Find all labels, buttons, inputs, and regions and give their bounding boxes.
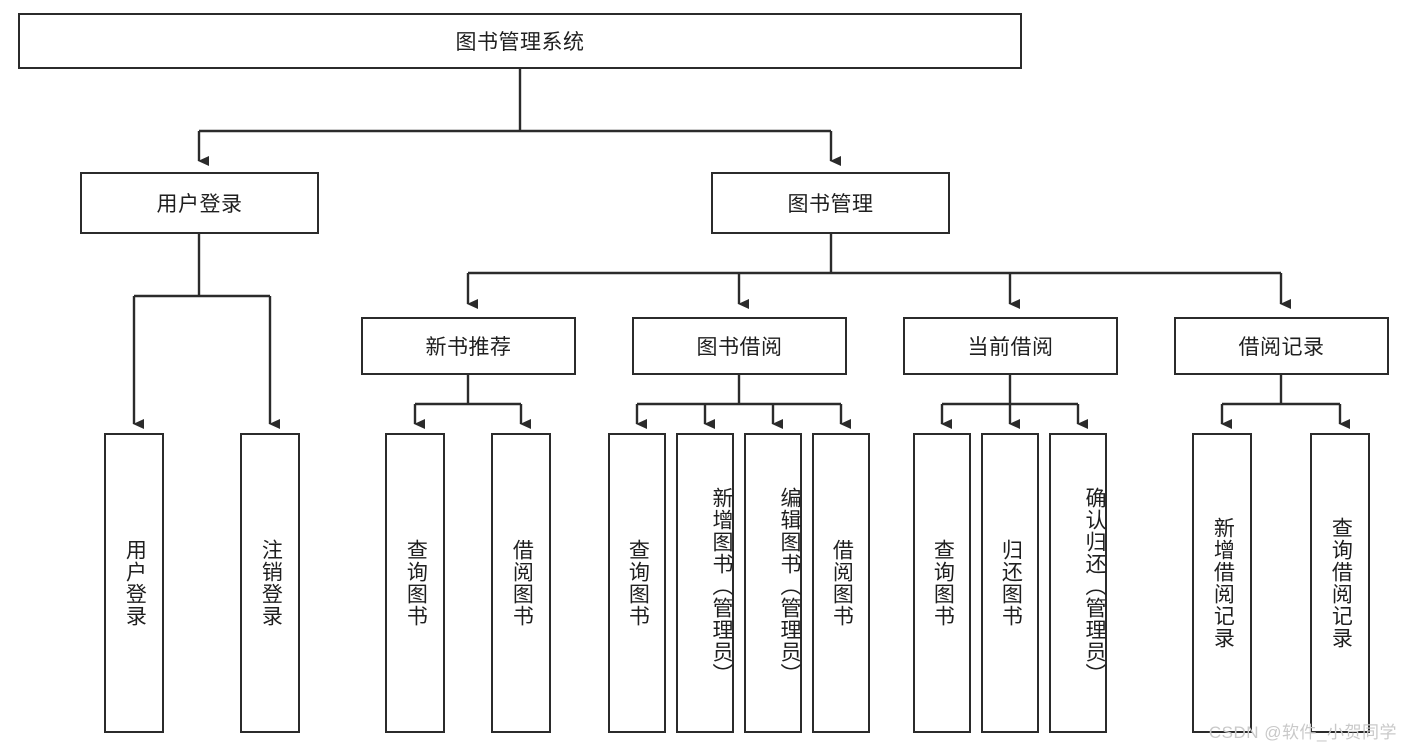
leaf-recommend-query-book-label: 查询图书 — [404, 539, 428, 627]
leaf-current-confirm-return[interactable]: 确认归还（管理员） — [1049, 433, 1107, 733]
leaf-recommend-borrow-book-label: 借阅图书 — [510, 539, 534, 627]
leaf-record-query-record-label: 查询借阅记录 — [1329, 517, 1353, 649]
leaf-borrow-edit-book[interactable]: 编辑图书（管理员） — [744, 433, 802, 733]
node-root[interactable]: 图书管理系统 — [18, 13, 1022, 69]
leaf-user-login-signout-label: 注销登录 — [259, 539, 283, 627]
node-user-login[interactable]: 用户登录 — [80, 172, 319, 234]
node-book-management[interactable]: 图书管理 — [711, 172, 950, 234]
node-book-borrow[interactable]: 图书借阅 — [632, 317, 847, 375]
leaf-recommend-borrow-book[interactable]: 借阅图书 — [491, 433, 551, 733]
leaf-borrow-borrow-book-label: 借阅图书 — [830, 539, 854, 627]
node-current-borrow-label: 当前借阅 — [967, 336, 1054, 359]
leaf-borrow-query-book-label: 查询图书 — [626, 539, 650, 627]
node-borrow-record[interactable]: 借阅记录 — [1174, 317, 1389, 375]
leaf-borrow-add-book[interactable]: 新增图书（管理员） — [676, 433, 734, 733]
leaf-record-add-record[interactable]: 新增借阅记录 — [1192, 433, 1252, 733]
node-current-borrow[interactable]: 当前借阅 — [903, 317, 1118, 375]
csdn-watermark: CSDN @软件_小贺同学 — [1208, 723, 1397, 742]
leaf-borrow-query-book[interactable]: 查询图书 — [608, 433, 666, 733]
node-book-management-label: 图书管理 — [787, 193, 874, 216]
node-book-borrow-label: 图书借阅 — [696, 336, 783, 359]
leaf-user-login-signin[interactable]: 用户登录 — [104, 433, 164, 733]
leaf-user-login-signin-label: 用户登录 — [123, 539, 147, 627]
node-user-login-label: 用户登录 — [156, 193, 243, 216]
leaf-current-query-book[interactable]: 查询图书 — [913, 433, 971, 733]
node-new-book-recommend-label: 新书推荐 — [425, 336, 512, 359]
leaf-recommend-query-book[interactable]: 查询图书 — [385, 433, 445, 733]
leaf-current-query-book-label: 查询图书 — [931, 539, 955, 627]
leaf-borrow-add-book-label: 新增图书（管理员） — [710, 487, 733, 685]
leaf-record-add-record-label: 新增借阅记录 — [1211, 517, 1235, 649]
node-root-label: 图书管理系统 — [455, 31, 585, 54]
leaf-current-return-book[interactable]: 归还图书 — [981, 433, 1039, 733]
node-new-book-recommend[interactable]: 新书推荐 — [361, 317, 576, 375]
leaf-user-login-signout[interactable]: 注销登录 — [240, 433, 300, 733]
node-borrow-record-label: 借阅记录 — [1238, 336, 1325, 359]
leaf-borrow-borrow-book[interactable]: 借阅图书 — [812, 433, 870, 733]
leaf-record-query-record[interactable]: 查询借阅记录 — [1310, 433, 1370, 733]
leaf-current-return-book-label: 归还图书 — [999, 539, 1023, 627]
leaf-borrow-edit-book-label: 编辑图书（管理员） — [778, 487, 801, 685]
leaf-current-confirm-return-label: 确认归还（管理员） — [1083, 487, 1106, 685]
